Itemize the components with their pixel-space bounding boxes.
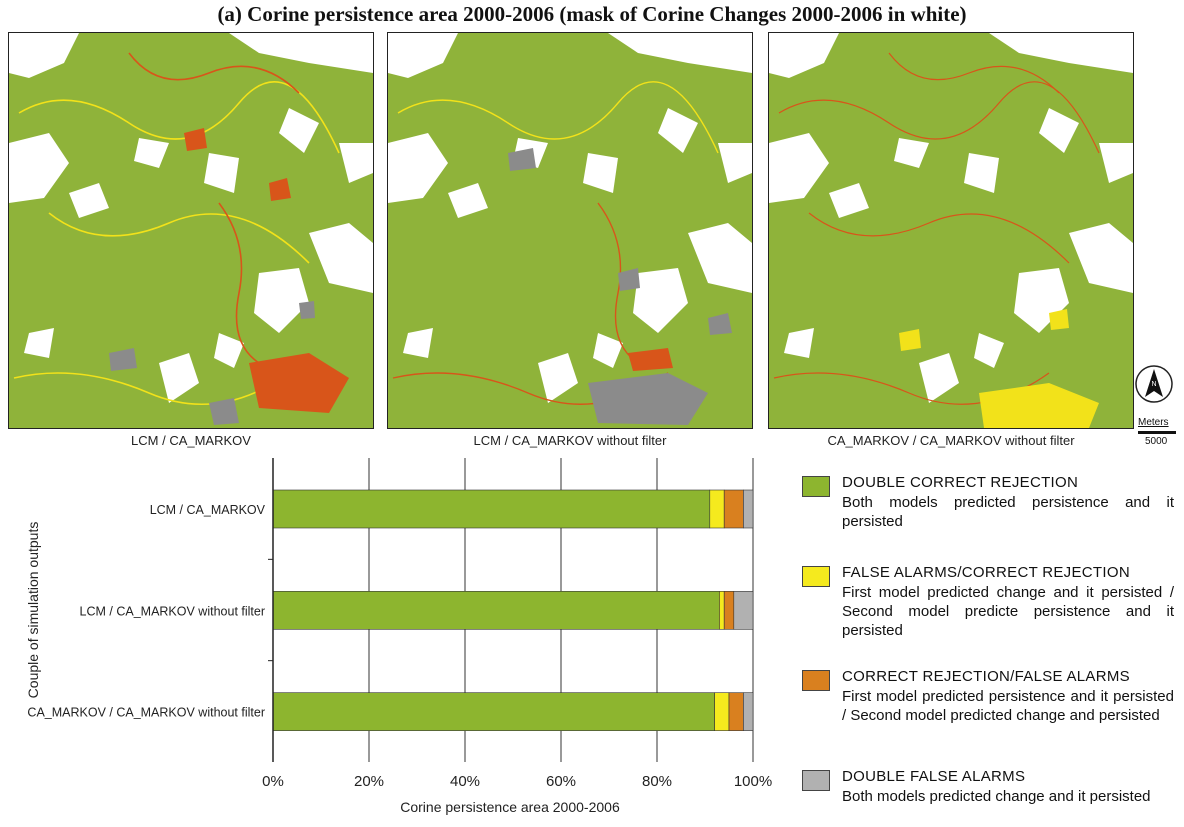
legend-swatch (802, 566, 830, 587)
north-arrow-icon: N (1135, 365, 1173, 403)
bar-segment (723, 591, 735, 630)
map-panel-ca-markov-ca-markov-without-filter (768, 32, 1134, 429)
bar-segment (714, 692, 730, 731)
bar-segment (728, 692, 744, 731)
bar-segment (733, 591, 754, 630)
y-category-label: CA_MARKOV / CA_MARKOV without filter (27, 706, 265, 720)
bar-segment (743, 692, 754, 731)
map-caption-1: LCM / CA_MARKOV (131, 433, 251, 448)
bar-segment (709, 489, 725, 529)
north-letter: N (1151, 381, 1156, 388)
legend-label: FALSE ALARMS/CORRECT REJECTION (842, 564, 1130, 581)
legend-label: CORRECT REJECTION/FALSE ALARMS (842, 668, 1130, 685)
scale-value: 5000 (1145, 436, 1168, 447)
stacked-bar-chart: LCM / CA_MARKOV LCM / CA_MARKOV without f… (25, 458, 772, 815)
bar-segment (272, 489, 711, 529)
legend-label: DOUBLE CORRECT REJECTION (842, 474, 1079, 491)
map-ca-markov-ca-markov-without-filter (769, 33, 1133, 428)
map-caption-3: CA_MARKOV / CA_MARKOV without filter (827, 433, 1075, 448)
legend-description: First model predicted change and it pers… (842, 584, 1174, 639)
map-panel-lcm-ca-markov-without-filter (387, 32, 753, 429)
map-lcm-ca-markov-without-filter (388, 33, 752, 428)
legend-swatch (802, 476, 830, 497)
map-caption-2: LCM / CA_MARKOV without filter (473, 433, 667, 448)
figure-title: (a) Corine persistence area 2000-2006 (m… (217, 2, 967, 26)
bar-segment (719, 591, 725, 630)
scale-bar (1138, 431, 1176, 434)
x-tick-label: 60% (546, 773, 576, 790)
x-tick-label: 100% (734, 773, 772, 790)
bar-segment (743, 489, 754, 529)
legend-description: Both models predicted persistence and it… (842, 494, 1174, 530)
x-tick-label: 80% (642, 773, 672, 790)
legend-swatch (802, 770, 830, 791)
y-axis-title: Couple of simulation outputs (25, 522, 41, 699)
x-tick-label: 40% (450, 773, 480, 790)
legend-description: Both models predicted change and it pers… (842, 788, 1151, 805)
legend-label: DOUBLE FALSE ALARMS (842, 768, 1026, 785)
legend-description: First model predicted persistence and it… (842, 688, 1174, 724)
legend-swatch (802, 670, 830, 691)
bar-segment (272, 692, 715, 731)
map-lcm-ca-markov (9, 33, 373, 428)
bar-segment (272, 591, 720, 630)
scale-unit: Meters (1138, 417, 1169, 428)
bar-segment (723, 489, 744, 529)
map-panel-lcm-ca-markov (8, 32, 374, 429)
y-category-label: LCM / CA_MARKOV (150, 503, 266, 517)
x-axis-title: Corine persistence area 2000-2006 (400, 799, 620, 815)
x-tick-label: 20% (354, 773, 384, 790)
y-category-label: LCM / CA_MARKOV without filter (80, 604, 265, 618)
x-tick-label: 0% (262, 773, 284, 790)
